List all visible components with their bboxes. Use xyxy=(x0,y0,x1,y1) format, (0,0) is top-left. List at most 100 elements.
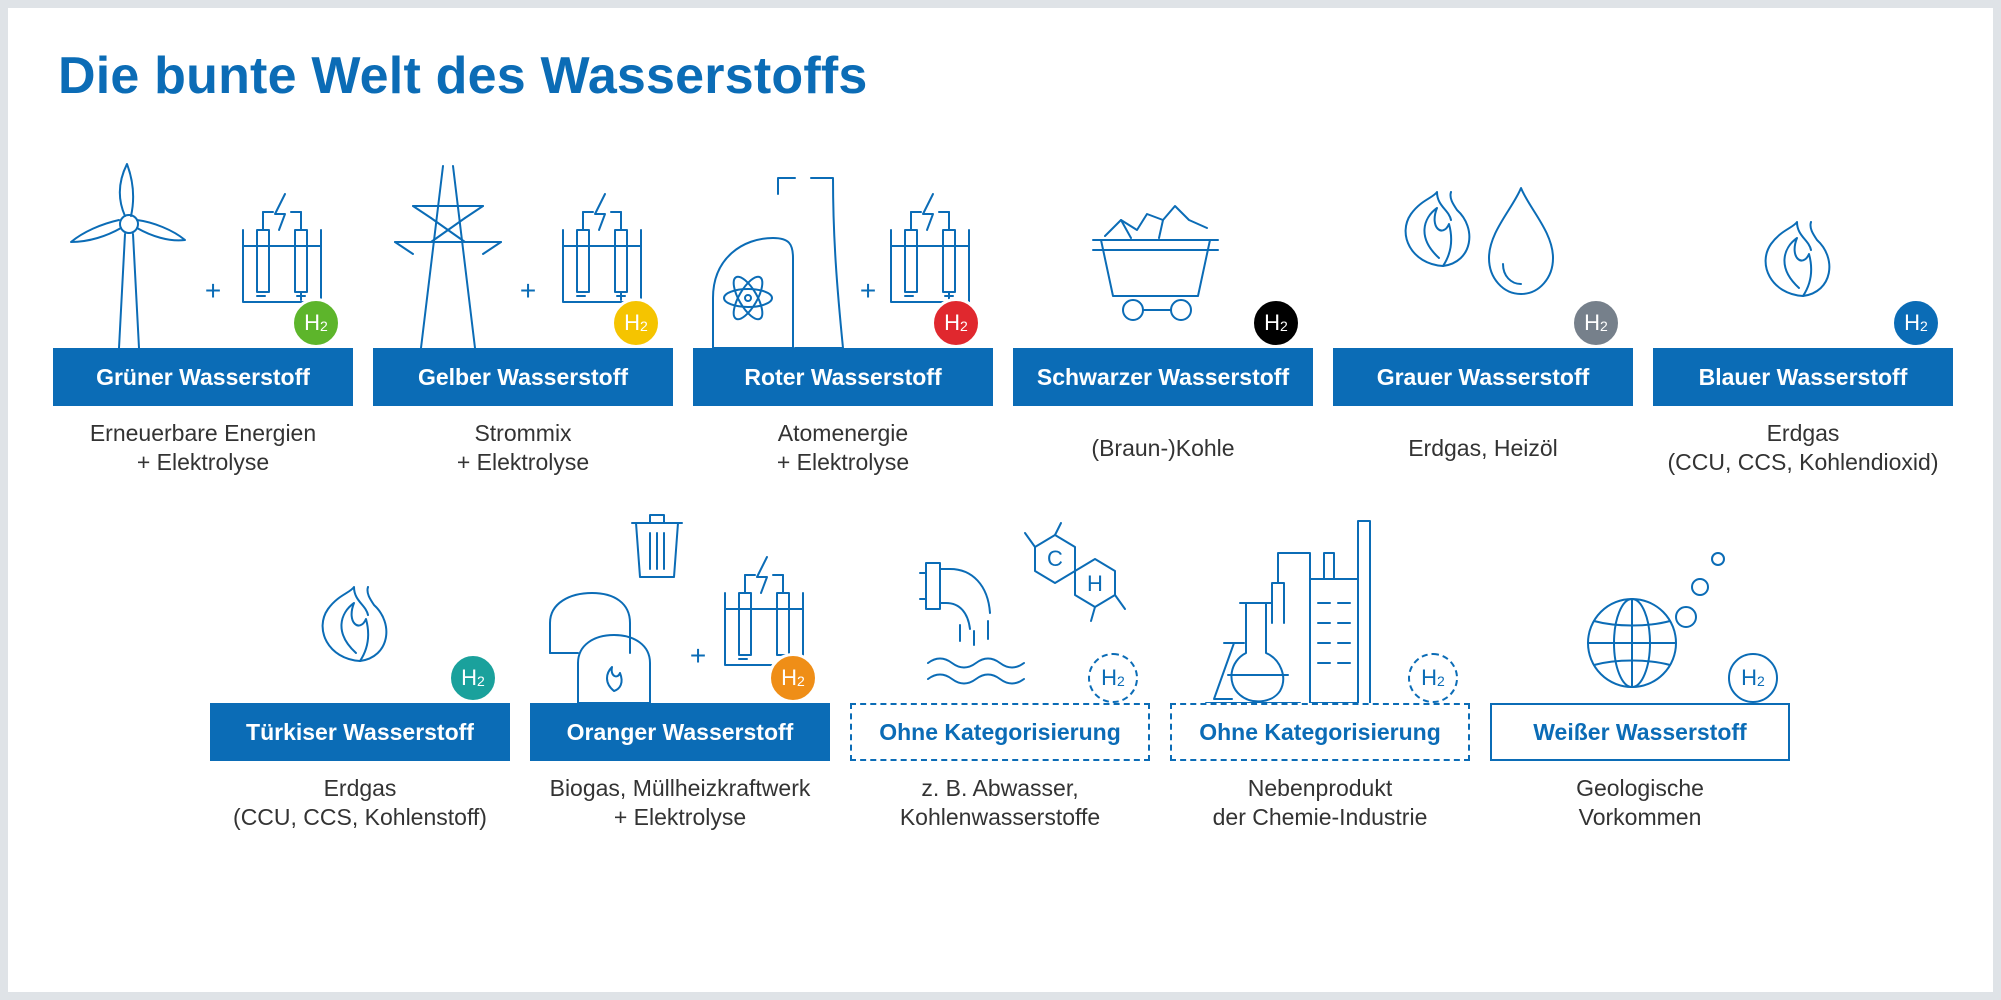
card-icons: + xyxy=(373,158,673,348)
nuclear-plant-icon xyxy=(712,177,844,348)
svg-text:C: C xyxy=(1047,546,1063,571)
card-description: Nebenprodukt der Chemie-Industrie xyxy=(1140,771,1500,835)
card-description-line2: + Elektrolyse xyxy=(456,449,590,475)
gas-flame-icon xyxy=(1404,191,1471,267)
infographic-frame: Die bunte Welt des Wasserstoffs + xyxy=(8,8,1993,992)
card-icons xyxy=(1490,513,1790,703)
card-name: Schwarzer Wasserstoff xyxy=(1013,348,1313,406)
badge-h: H xyxy=(461,665,478,690)
badge-sub: 2 xyxy=(640,318,648,334)
card-name: Grüner Wasserstoff xyxy=(53,348,353,406)
card-description-line2: + Elektrolyse xyxy=(776,449,910,475)
card-name: Grauer Wasserstoff xyxy=(1333,348,1633,406)
badge-sub: 2 xyxy=(1117,673,1125,689)
card-description-line1: Geologische xyxy=(1576,775,1704,801)
card-description: Erneuerbare Energien + Elektrolyse xyxy=(23,416,383,480)
gas-flame-icon xyxy=(1764,221,1831,297)
card-description-line2: + Elektrolyse xyxy=(136,449,270,475)
badge-sub: 2 xyxy=(1757,673,1765,689)
electrolysis-icon xyxy=(242,193,322,303)
card-description-line1: Nebenprodukt xyxy=(1247,775,1393,801)
card-description: Atomenergie + Elektrolyse xyxy=(663,416,1023,480)
card-description-line1: z. B. Abwasser, xyxy=(921,775,1079,801)
badge-sub: 2 xyxy=(320,318,328,334)
bubbles-icon xyxy=(1675,552,1725,628)
badge-h: H xyxy=(1741,665,1758,690)
card-name: Gelber Wasserstoff xyxy=(373,348,673,406)
card-description-line1: Erneuerbare Energien xyxy=(89,420,317,446)
card-description-line2: (CCU, CCS, Kohlenstoff) xyxy=(233,804,487,830)
card-name: Ohne Kategorisierung xyxy=(850,703,1150,761)
trash-bin-icon xyxy=(631,514,683,578)
badge-h: H xyxy=(781,665,798,690)
electrolysis-icon xyxy=(562,193,642,303)
card-icons: + xyxy=(530,513,830,703)
card-icons xyxy=(210,513,510,703)
biogas-plant-icon xyxy=(549,592,651,703)
card-description: Strommix + Elektrolyse xyxy=(343,416,703,480)
badge-h: H xyxy=(944,310,961,335)
badge-sub: 2 xyxy=(1600,318,1608,334)
factory-icon xyxy=(1309,520,1371,703)
card-description-line2: (CCU, CCS, Kohlendioxid) xyxy=(1667,449,1939,475)
card-icons xyxy=(1333,158,1633,348)
card-description-line1: Erdgas xyxy=(323,775,397,801)
card-description-line2: Kohlenwasserstoffe xyxy=(899,804,1101,830)
electrolysis-icon xyxy=(724,556,804,666)
card-icons xyxy=(1013,158,1313,348)
card-name: Oranger Wasserstoff xyxy=(530,703,830,761)
wind-turbine-icon xyxy=(70,163,186,348)
badge-h: H xyxy=(304,310,321,335)
page-title: Die bunte Welt des Wasserstoffs xyxy=(58,47,868,105)
card-description-line1: Atomenergie xyxy=(777,420,909,446)
svg-text:+: + xyxy=(520,275,536,306)
card-icons: + xyxy=(53,158,353,348)
badge-sub: 2 xyxy=(960,318,968,334)
hydrocarbon-molecule-icon: C H xyxy=(1024,522,1126,622)
card-description-line2: + Elektrolyse xyxy=(613,804,747,830)
badge-h: H xyxy=(1421,665,1438,690)
card-description: z. B. Abwasser, Kohlenwasserstoffe xyxy=(820,771,1180,835)
badge-h: H xyxy=(1904,310,1921,335)
card-name: Blauer Wasserstoff xyxy=(1653,348,1953,406)
svg-text:H: H xyxy=(1087,571,1103,596)
electrolysis-icon xyxy=(890,193,970,303)
card-icons: C H xyxy=(850,513,1150,703)
svg-text:+: + xyxy=(205,275,221,306)
card-name: Roter Wasserstoff xyxy=(693,348,993,406)
power-pylon-icon xyxy=(394,165,502,348)
card-description: Erdgas, Heizöl xyxy=(1303,416,1663,480)
globe-icon xyxy=(1587,598,1677,688)
wastewater-pipe-icon xyxy=(919,562,1025,685)
svg-text:+: + xyxy=(860,275,876,306)
card-icons xyxy=(1170,513,1470,703)
card-description-line1: Strommix xyxy=(474,420,572,446)
badge-sub: 2 xyxy=(1437,673,1445,689)
card-description: Erdgas (CCU, CCS, Kohlendioxid) xyxy=(1623,416,1983,480)
card-name: Türkiser Wasserstoff xyxy=(210,703,510,761)
coal-cart-icon xyxy=(1092,205,1219,321)
card-name: Ohne Kategorisierung xyxy=(1170,703,1470,761)
chemistry-flask-icon xyxy=(1205,552,1311,703)
card-description-line2: der Chemie-Industrie xyxy=(1212,804,1428,830)
